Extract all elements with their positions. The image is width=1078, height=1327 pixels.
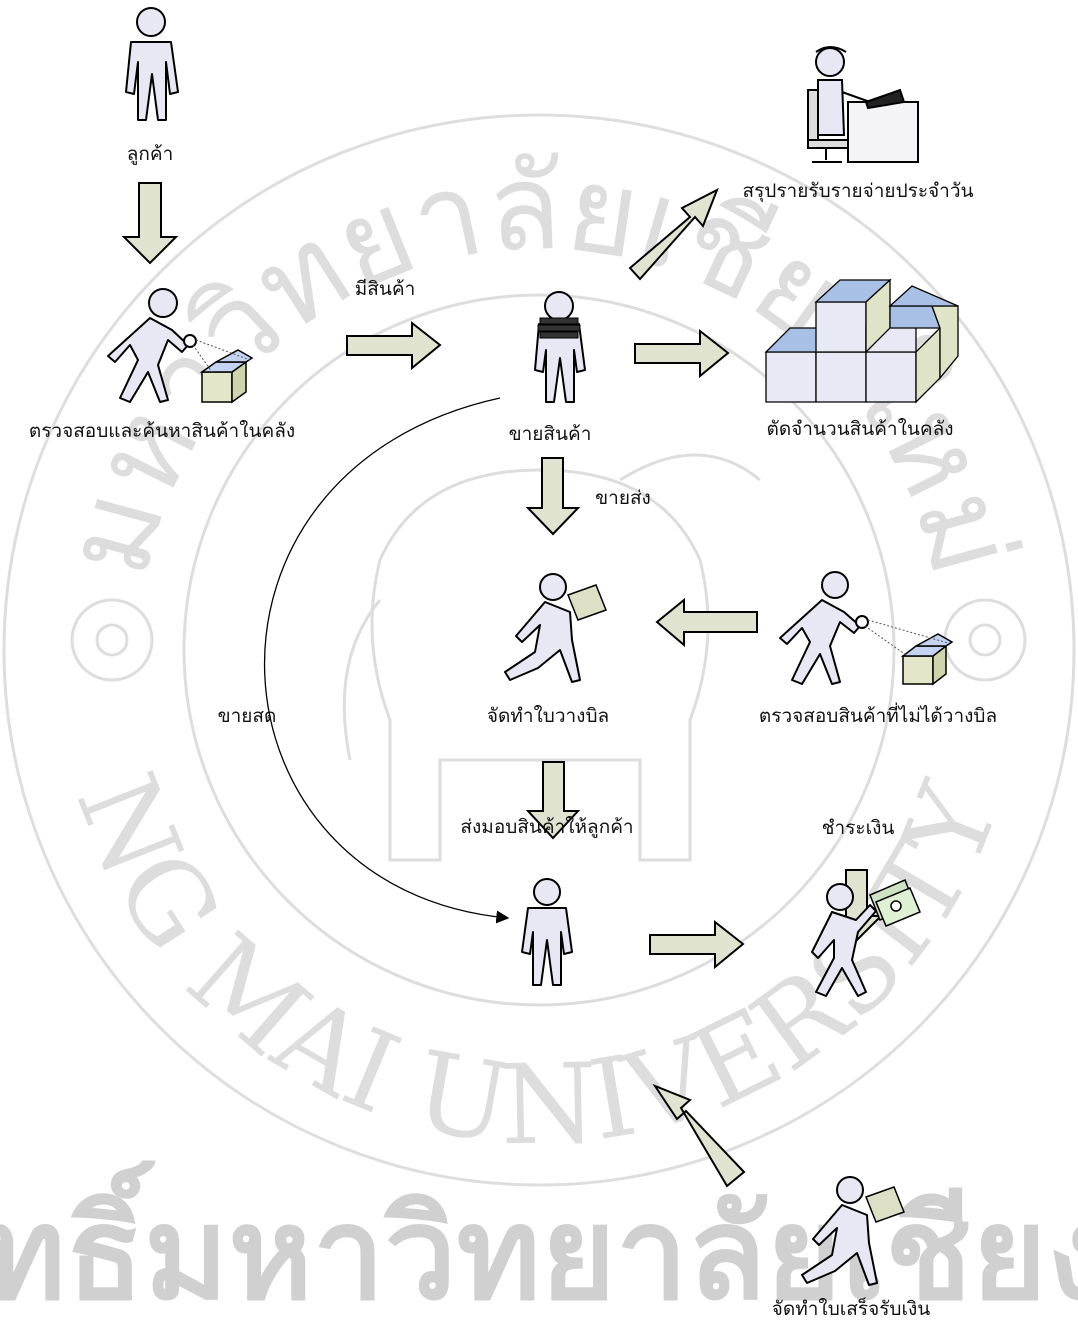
payer-person-icon — [811, 883, 877, 997]
search-person-icon — [107, 288, 197, 403]
arrow-sell-to-invoice — [525, 457, 581, 536]
paper-icon-invoice — [567, 584, 607, 621]
search-ray — [195, 339, 251, 361]
customer-person-icon — [125, 7, 179, 121]
node-label-summary: สรุปรายรับรายจ่ายประจำวัน — [742, 180, 974, 202]
arrow-sell-to-summary — [628, 187, 719, 281]
university-seal-watermark — [2, 113, 1076, 1187]
arrow-check-to-sell — [346, 320, 442, 371]
cash-sale-curve — [263, 397, 510, 924]
deliver-person-icon — [521, 878, 573, 986]
arrow-deliver-to-pay — [649, 919, 745, 970]
node-label-check-search: ตรวจสอบและค้นหาสินค้าในคลัง — [28, 420, 296, 442]
invoice-person-icon — [504, 573, 581, 683]
arrow-customer-to-check — [121, 182, 179, 265]
box-icon-audit — [900, 633, 954, 686]
arrow-receipt-to-deliver — [652, 1083, 746, 1188]
node-label-check-unbilled: ตรวจสอบสินค้าที่ไม่ได้วางบิล — [758, 705, 998, 727]
money-icon — [869, 879, 921, 927]
node-label-deliver: ส่งมอบสินค้าให้ลูกค้า — [460, 816, 634, 838]
stock-cubes-icon — [764, 278, 959, 404]
edge-label-has-goods: มีสินค้า — [354, 278, 416, 300]
audit-ray — [864, 625, 907, 656]
node-label-cut-stock: ตัดจำนวนสินค้าในคลัง — [766, 418, 954, 440]
node-label-customer: ลูกค้า — [126, 143, 174, 165]
arrow-invoice-to-deliver — [525, 761, 581, 840]
accountant-desk-icon — [807, 46, 919, 163]
node-label-pay: ชำระเงิน — [821, 817, 895, 839]
books-icon — [537, 317, 581, 339]
watermark-bottom-banner: ลิขสิทธิ์มหาวิทยาลัยเชียงใหม่ — [0, 1160, 1078, 1327]
node-label-sell: ขายสินค้า — [508, 423, 592, 445]
search-ray — [192, 344, 213, 373]
seller-person-icon — [534, 291, 586, 403]
audit-person-icon — [779, 571, 869, 685]
receipt-person-icon — [801, 1176, 878, 1286]
box-icon-search — [199, 349, 254, 404]
audit-ray — [867, 619, 949, 644]
node-label-receipt: จัดทำใบเสร็จรับเงิน — [771, 1298, 931, 1320]
node-label-invoice: จัดทำใบวางบิล — [486, 705, 610, 727]
arrow-sell-to-stock — [634, 328, 730, 379]
edge-label-wholesale: ขายส่ง — [595, 487, 651, 509]
edge-label-cash-sale: ขายสด — [217, 705, 277, 727]
paper-icon-receipt — [865, 1186, 905, 1223]
arrow-unbilled-to-invoice — [655, 597, 758, 648]
